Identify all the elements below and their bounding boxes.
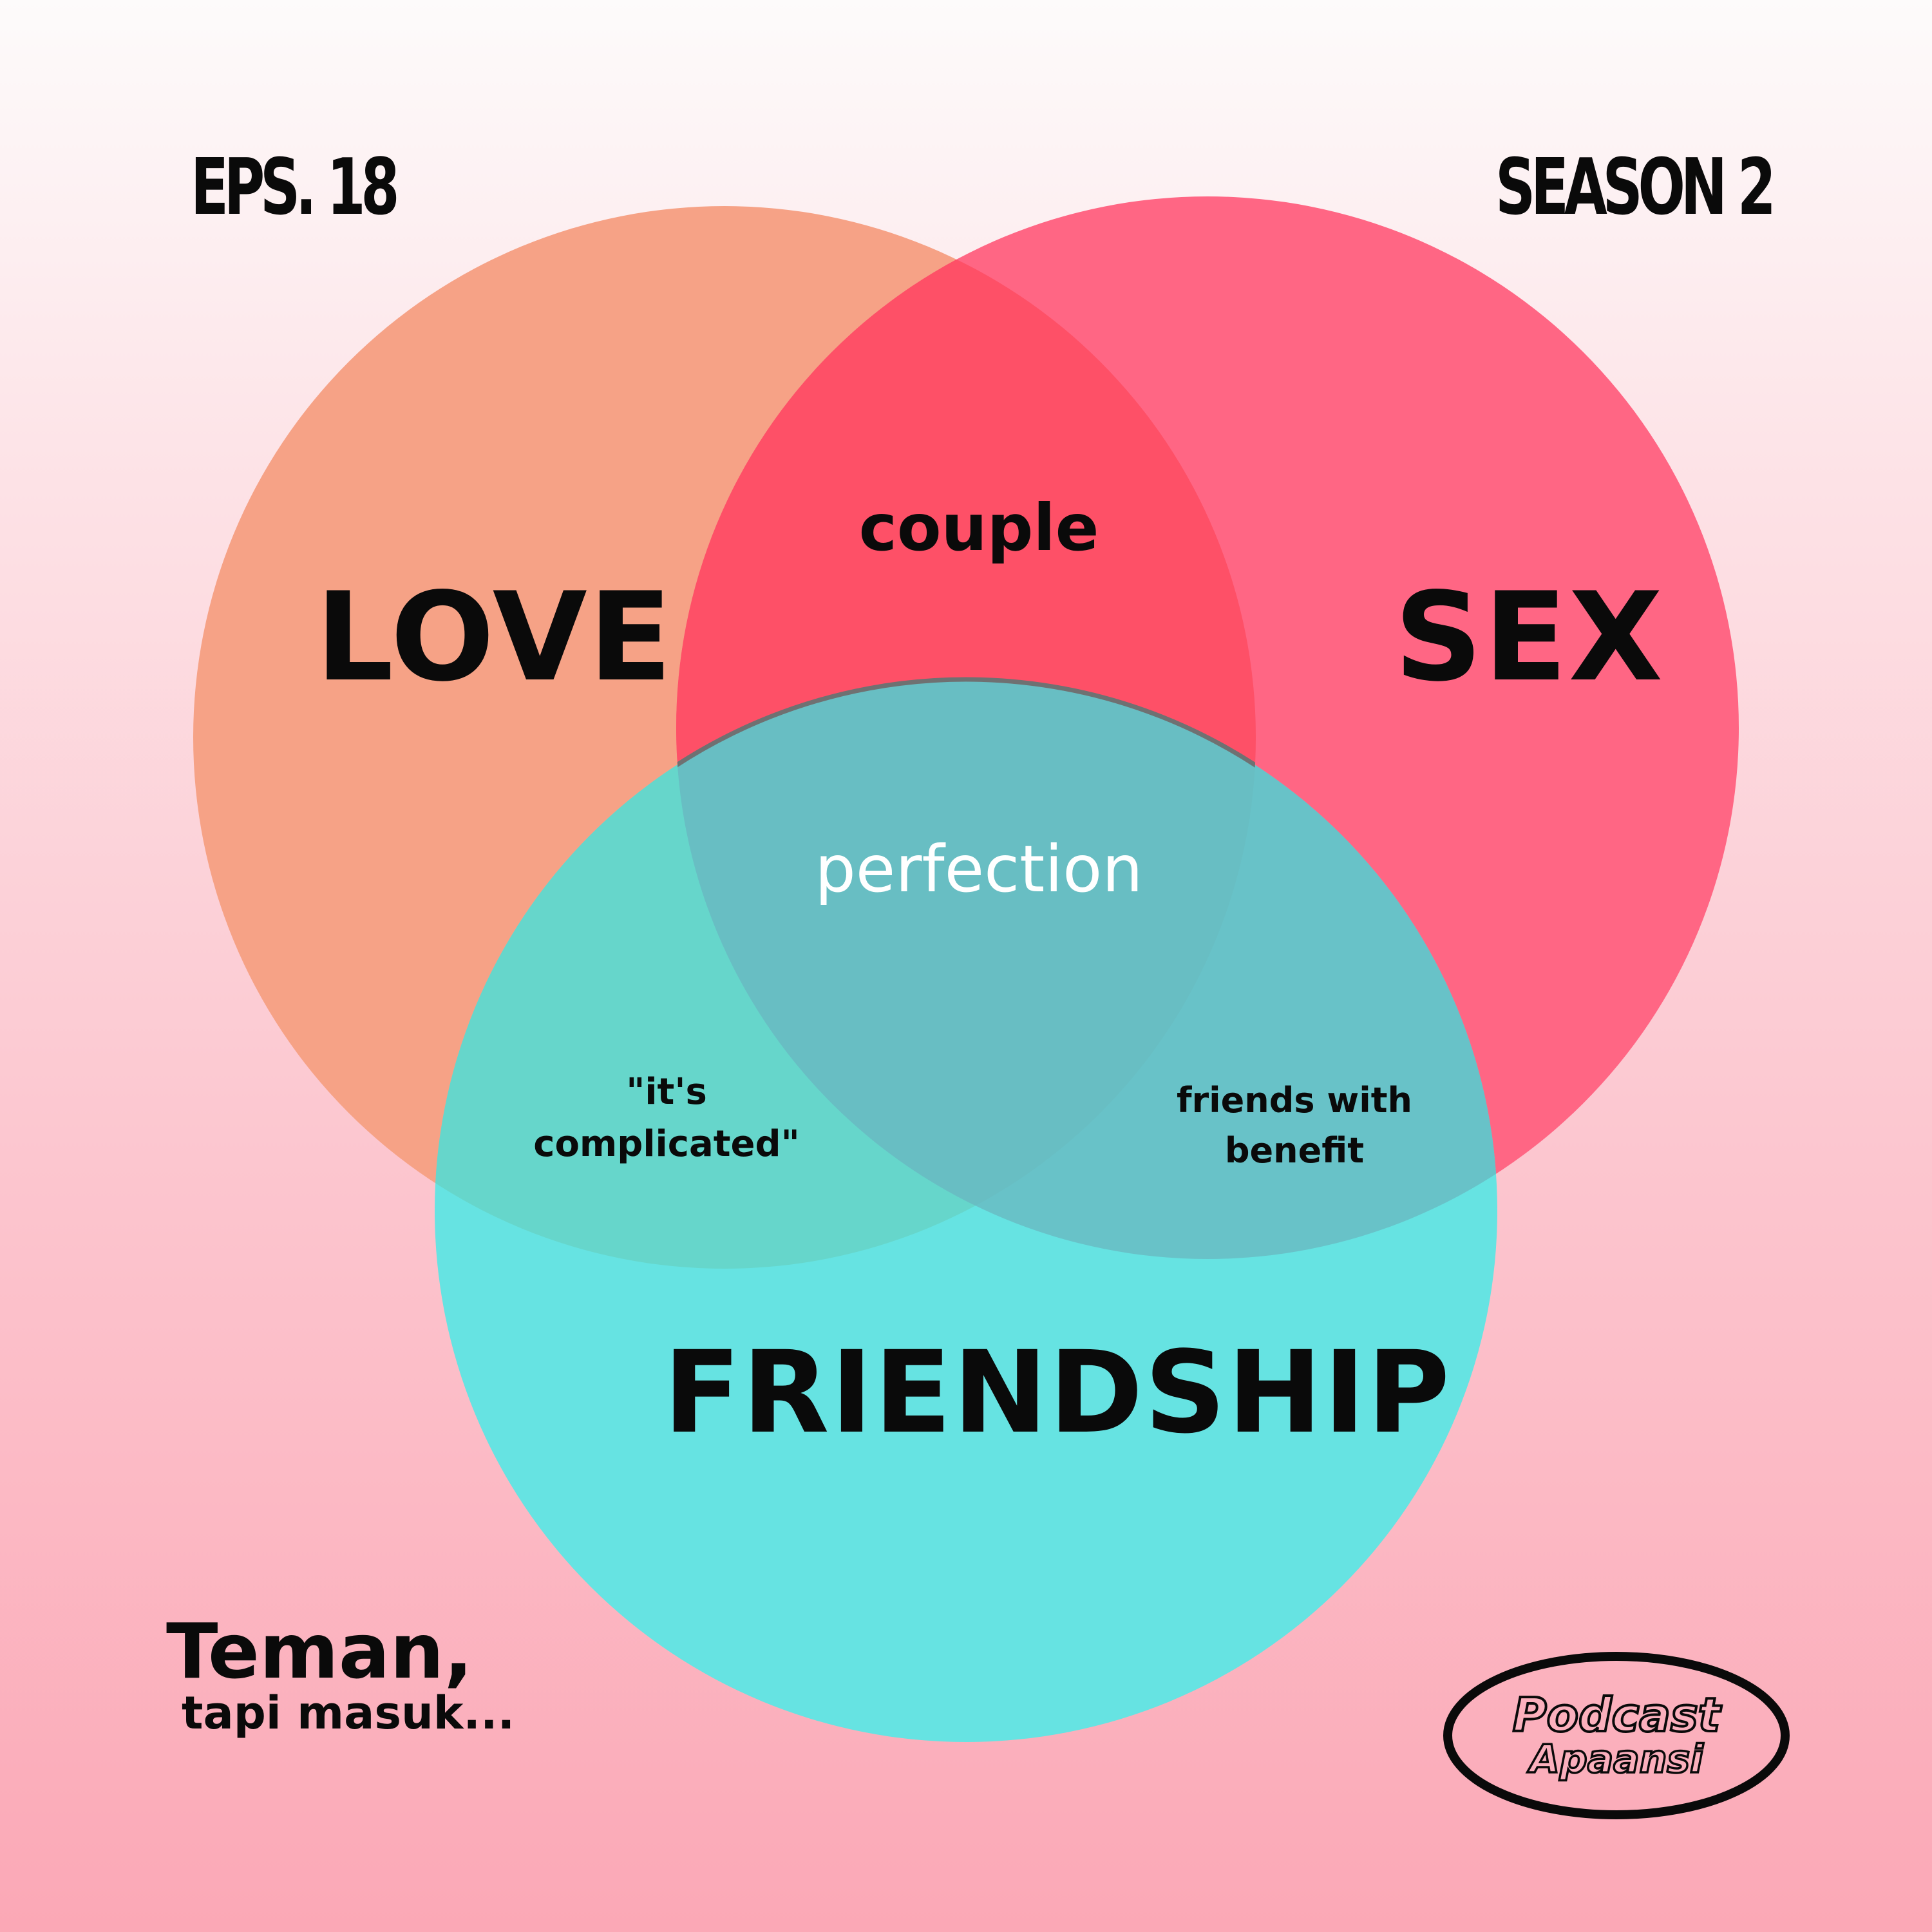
season-label: SEASON 2 — [1495, 143, 1776, 232]
couple-label: couple — [858, 490, 1099, 565]
friends-with-benefit-line2: benefit — [1224, 1130, 1365, 1171]
logo-ellipse — [1443, 1652, 1790, 1819]
perfection-label: perfection — [815, 831, 1143, 907]
podcast-logo: Podcast Apaansi — [1443, 1652, 1790, 1819]
friends-with-benefit-line1: friends with — [1177, 1080, 1412, 1121]
friendship-label: FRIENDSHIP — [663, 1327, 1452, 1459]
logo-line2: Apaansi — [1527, 1737, 1704, 1782]
logo-line1: Podcast — [1513, 1688, 1722, 1742]
its-complicated-line2: complicated" — [533, 1123, 800, 1166]
friends-with-benefit-label: friends with benefit — [1159, 1075, 1430, 1177]
its-complicated-label: "it's complicated" — [509, 1066, 824, 1170]
tagline-main: Teman, — [166, 1607, 473, 1696]
love-label: LOVE — [316, 566, 674, 708]
episode-label: EPS. 18 — [191, 143, 400, 232]
its-complicated-line1: "it's — [626, 1071, 707, 1113]
sex-label: SEX — [1394, 566, 1665, 708]
tagline-sub: tapi masuk... — [182, 1687, 515, 1739]
